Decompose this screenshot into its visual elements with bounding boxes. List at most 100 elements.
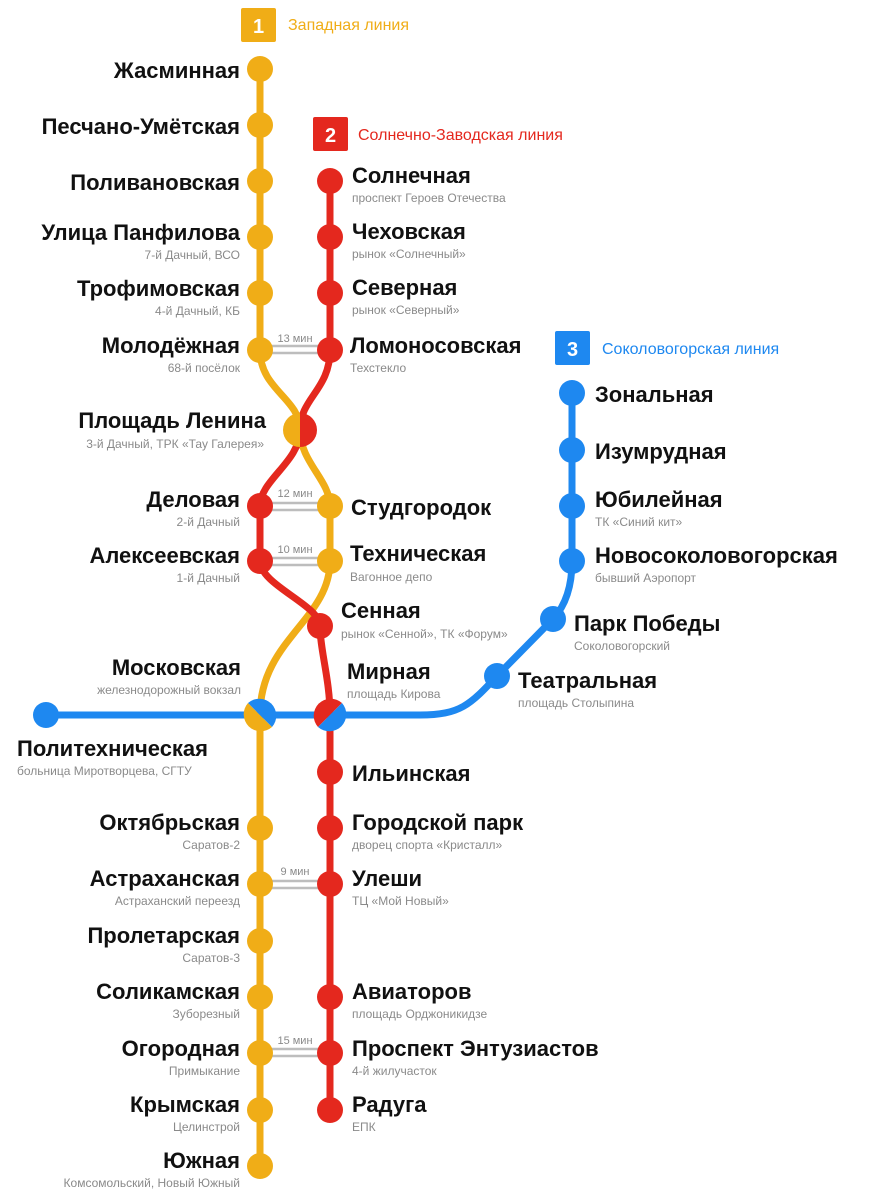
interchange-mirn[interactable]	[313, 698, 347, 732]
station-marker-sever[interactable]	[317, 280, 343, 306]
station-pesch[interactable]: Песчано-Умётская	[42, 114, 240, 139]
station-panf[interactable]: Улица Панфилова 7-й Дачный, ВСО	[41, 220, 240, 262]
station-novosok[interactable]: Новосоколовогорская бывший Аэропорт	[595, 543, 838, 585]
line-2-badge	[313, 117, 348, 151]
station-name: Крымская	[130, 1092, 240, 1117]
station-name: Новосоколовогорская	[595, 543, 838, 568]
station-subtitle: Саратов-2	[182, 838, 240, 852]
station-marker-yubil[interactable]	[559, 493, 585, 519]
station-marker-aviat[interactable]	[317, 984, 343, 1010]
station-ilyin[interactable]: Ильинская	[352, 761, 470, 786]
station-zonal[interactable]: Зональная	[595, 382, 714, 407]
station-subtitle: больница Миротворцева, СГТУ	[17, 764, 192, 778]
station-sever[interactable]: Северная рынок «Северный»	[352, 275, 460, 317]
station-prospent[interactable]: Проспект Энтузиастов 4-й жилучасток	[352, 1036, 599, 1078]
station-name: Ломоносовская	[350, 333, 521, 358]
station-marker-oktyab[interactable]	[247, 815, 273, 841]
line-2-name: Солнечно-Заводская линия	[358, 127, 563, 144]
station-studg[interactable]: Студгородок	[351, 495, 492, 520]
station-solik[interactable]: Соликамская Зуборезный	[96, 979, 240, 1021]
station-marker-raduga[interactable]	[317, 1097, 343, 1123]
station-molod[interactable]: Молодёжная 68-й посёлок	[102, 333, 241, 375]
station-subtitle: рынок «Сенной», ТК «Форум»	[341, 627, 508, 641]
station-name: Улица Панфилова	[41, 220, 240, 245]
station-marker-solnech[interactable]	[317, 168, 343, 194]
station-delov[interactable]: Деловая 2-й Дачный	[146, 487, 240, 529]
station-marker-ilyin[interactable]	[317, 759, 343, 785]
station-marker-politeh[interactable]	[33, 702, 59, 728]
station-tehn[interactable]: Техническая Вагонное депо	[350, 541, 486, 584]
station-izumr[interactable]: Изумрудная	[595, 439, 727, 464]
station-marker-zonal[interactable]	[559, 380, 585, 406]
station-ogorod[interactable]: Огородная Примыкание	[122, 1036, 241, 1078]
station-yuzh[interactable]: Южная Комсомольский, Новый Южный	[64, 1148, 240, 1190]
station-subtitle: Техстекло	[350, 361, 406, 375]
station-subtitle: бывший Аэропорт	[595, 571, 697, 585]
labels-sun: Солнечная проспект Героев Отечества Чехо…	[341, 163, 599, 1134]
station-marker-izumr[interactable]	[559, 437, 585, 463]
station-marker-poliv[interactable]	[247, 168, 273, 194]
station-aleks[interactable]: Алексеевская 1-й Дачный	[89, 543, 240, 585]
station-jasm[interactable]: Жасминная	[113, 58, 240, 83]
station-marker-teatr[interactable]	[484, 663, 510, 689]
station-trof[interactable]: Трофимовская 4-й Дачный, КБ	[77, 276, 240, 318]
station-marker-prolet[interactable]	[247, 928, 273, 954]
station-marker-ogorod[interactable]	[247, 1040, 273, 1066]
station-marker-aleks[interactable]	[247, 548, 273, 574]
station-marker-uleshi[interactable]	[317, 871, 343, 897]
station-marker-lomon[interactable]	[317, 337, 343, 363]
station-lenin[interactable]: Площадь Ленина 3-й Дачный, ТРК «Тау Гале…	[78, 408, 266, 451]
station-marker-gorpark[interactable]	[317, 815, 343, 841]
station-subtitle: Астраханский переезд	[115, 894, 240, 908]
station-raduga[interactable]: Радуга ЕПК	[352, 1092, 427, 1134]
station-marker-tehn[interactable]	[317, 548, 343, 574]
station-marker-panf[interactable]	[247, 224, 273, 250]
station-parkpob[interactable]: Парк Победы Соколовогорский	[574, 611, 720, 653]
interchange-lenin[interactable]	[283, 413, 317, 447]
station-gorpark[interactable]: Городской парк дворец спорта «Кристалл»	[352, 810, 524, 852]
station-marker-yuzh[interactable]	[247, 1153, 273, 1179]
station-name: Огородная	[122, 1036, 240, 1061]
station-senn[interactable]: Сенная рынок «Сенной», ТК «Форум»	[341, 598, 508, 641]
station-marker-trof[interactable]	[247, 280, 273, 306]
station-uleshi[interactable]: Улеши ТЦ «Мой Новый»	[352, 866, 449, 908]
station-marker-pesch[interactable]	[247, 112, 273, 138]
station-politeh[interactable]: Политехническая больница Миротворцева, С…	[17, 736, 208, 778]
station-name: Улеши	[352, 866, 422, 891]
transfer-time: 13 мин	[277, 333, 312, 345]
station-marker-chehov[interactable]	[317, 224, 343, 250]
station-marker-novosok[interactable]	[559, 548, 585, 574]
station-mirn[interactable]: Мирная площадь Кирова	[347, 659, 441, 701]
station-subtitle: дворец спорта «Кристалл»	[352, 838, 503, 852]
station-marker-prospent[interactable]	[317, 1040, 343, 1066]
station-oktyab[interactable]: Октябрьская Саратов-2	[99, 810, 240, 852]
station-moskov[interactable]: Московская железнодорожный вокзал	[97, 655, 241, 697]
station-marker-delov[interactable]	[247, 493, 273, 519]
station-marker-krym[interactable]	[247, 1097, 273, 1123]
station-marker-molod[interactable]	[247, 337, 273, 363]
station-marker-solik[interactable]	[247, 984, 273, 1010]
station-marker-studg[interactable]	[317, 493, 343, 519]
station-lomon[interactable]: Ломоносовская Техстекло	[350, 333, 521, 375]
station-name: Октябрьская	[99, 810, 240, 835]
station-marker-senn[interactable]	[307, 613, 333, 639]
station-poliv[interactable]: Поливановская	[70, 170, 240, 195]
station-marker-parkpob[interactable]	[540, 606, 566, 632]
station-astrah[interactable]: Астраханская Астраханский переезд	[90, 866, 240, 908]
station-chehov[interactable]: Чеховская рынок «Солнечный»	[352, 219, 466, 261]
interchange-moskov[interactable]	[243, 698, 277, 732]
station-prolet[interactable]: Пролетарская Саратов-3	[87, 923, 240, 965]
line-1-badge	[241, 8, 276, 42]
station-solnech[interactable]: Солнечная проспект Героев Отечества	[352, 163, 506, 205]
station-subtitle: ТЦ «Мой Новый»	[352, 894, 449, 908]
station-subtitle: 7-й Дачный, ВСО	[145, 248, 240, 262]
station-teatr[interactable]: Театральная площадь Столыпина	[518, 668, 657, 710]
station-marker-astrah[interactable]	[247, 871, 273, 897]
station-aviat[interactable]: Авиаторов площадь Орджоникидзе	[352, 979, 488, 1021]
station-name: Городской парк	[352, 810, 524, 835]
station-name: Техническая	[350, 541, 486, 566]
station-krym[interactable]: Крымская Целинстрой	[130, 1092, 240, 1134]
station-subtitle: рынок «Солнечный»	[352, 247, 466, 261]
station-marker-jasm[interactable]	[247, 56, 273, 82]
station-yubil[interactable]: Юбилейная ТК «Синий кит»	[595, 487, 723, 529]
